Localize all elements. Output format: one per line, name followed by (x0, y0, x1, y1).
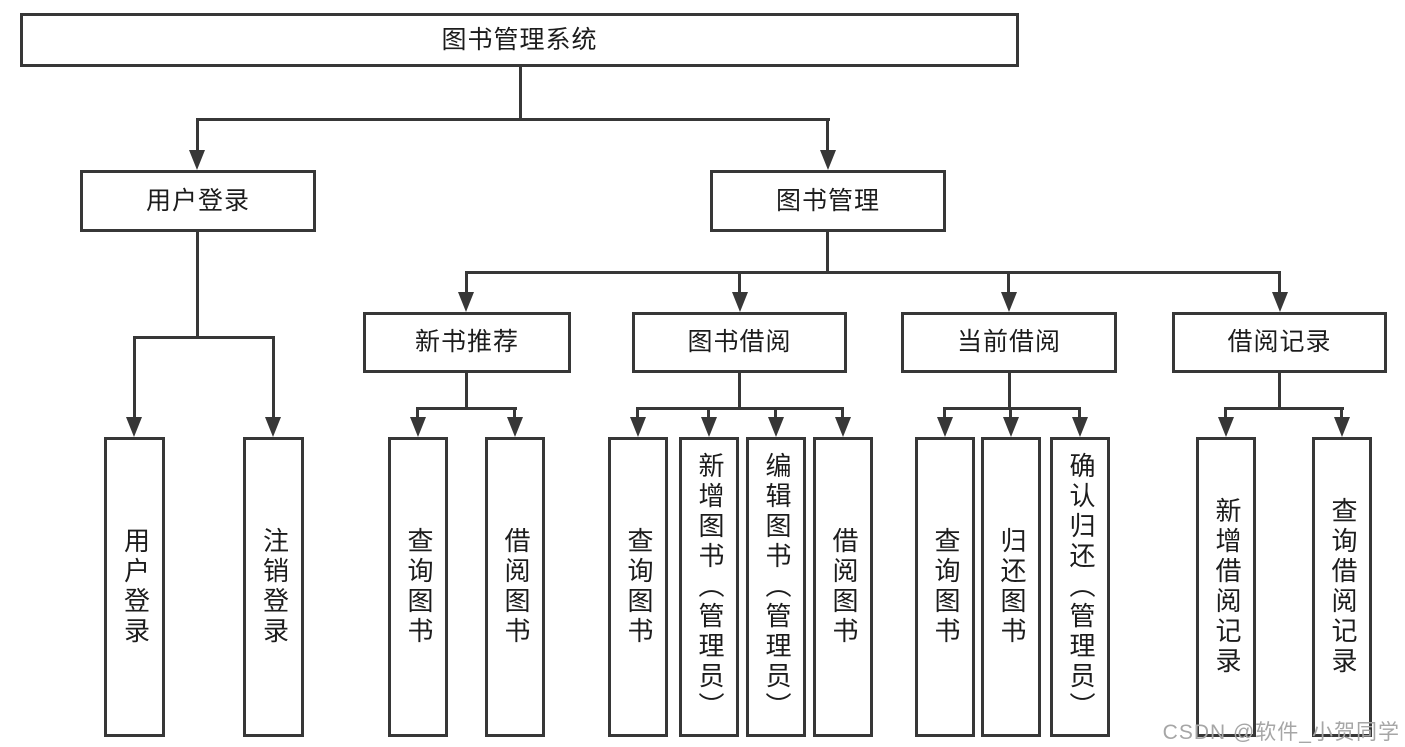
arrow-down-icon (1072, 417, 1088, 437)
connector-line (1008, 371, 1011, 407)
node-book-borrowing: 图书借阅 (632, 312, 847, 373)
arrow-down-icon (1272, 292, 1288, 312)
connector-line (774, 407, 777, 419)
arrow-down-icon (265, 417, 281, 437)
node-query-book-recommend: 查询图书 (388, 437, 448, 737)
arrow-down-icon (768, 417, 784, 437)
node-book-management: 图书管理 (710, 170, 946, 232)
connector-line (465, 271, 1281, 274)
connector-line (1224, 407, 1344, 410)
connector-line (826, 118, 829, 152)
node-query-borrow-record: 查询借阅记录 (1312, 437, 1372, 737)
arrow-down-icon (732, 292, 748, 312)
node-current-borrowing: 当前借阅 (901, 312, 1117, 373)
connector-line (1278, 271, 1281, 294)
connector-line (196, 118, 199, 152)
node-add-borrow-record: 新增借阅记录 (1196, 437, 1256, 737)
connector-line (841, 407, 844, 419)
connector-line (513, 407, 516, 419)
node-user-login-action: 用户登录 (104, 437, 165, 737)
arrow-down-icon (1218, 417, 1234, 437)
connector-line (636, 407, 844, 410)
node-logout: 注销登录 (243, 437, 304, 737)
node-query-book-borrowing: 查询图书 (608, 437, 668, 737)
connector-line (943, 407, 1081, 410)
connector-line (133, 336, 136, 419)
watermark: CSDN @软件_小贺同学 (1162, 721, 1400, 744)
arrow-down-icon (1001, 292, 1017, 312)
node-library-system: 图书管理系统 (20, 13, 1019, 67)
connector-line (826, 230, 829, 271)
connector-line (519, 65, 522, 118)
connector-line (416, 407, 419, 419)
arrow-down-icon (937, 417, 953, 437)
connector-line (738, 271, 741, 294)
connector-line (636, 407, 639, 419)
connector-line (1009, 407, 1012, 419)
connector-line (1007, 271, 1010, 294)
arrow-down-icon (820, 150, 836, 170)
arrow-down-icon (701, 417, 717, 437)
arrow-down-icon (1003, 417, 1019, 437)
node-return-book: 归还图书 (981, 437, 1041, 737)
arrow-down-icon (630, 417, 646, 437)
node-confirm-return-admin: 确认归还（管理员） (1050, 437, 1110, 737)
connector-line (1078, 407, 1081, 419)
connector-line (196, 118, 830, 121)
connector-line (1340, 407, 1343, 419)
node-new-book-recommendation: 新书推荐 (363, 312, 571, 373)
connector-line (707, 407, 710, 419)
arrow-down-icon (458, 292, 474, 312)
arrow-down-icon (189, 150, 205, 170)
node-borrowing-records: 借阅记录 (1172, 312, 1387, 373)
arrow-down-icon (1334, 417, 1350, 437)
connector-line (416, 407, 517, 410)
connector-line (272, 336, 275, 419)
node-query-book-current: 查询图书 (915, 437, 975, 737)
connector-line (465, 371, 468, 407)
arrow-down-icon (126, 417, 142, 437)
node-edit-book-admin: 编辑图书（管理员） (746, 437, 806, 737)
node-borrow-book-recommend: 借阅图书 (485, 437, 545, 737)
node-user-login: 用户登录 (80, 170, 316, 232)
connector-line (465, 271, 468, 294)
arrow-down-icon (507, 417, 523, 437)
node-borrow-book-borrowing: 借阅图书 (813, 437, 873, 737)
connector-line (1224, 407, 1227, 419)
arrow-down-icon (410, 417, 426, 437)
connector-line (1278, 371, 1281, 407)
connector-line (196, 230, 199, 336)
connector-line (133, 336, 275, 339)
connector-line (943, 407, 946, 419)
connector-line (738, 371, 741, 407)
arrow-down-icon (835, 417, 851, 437)
node-add-book-admin: 新增图书（管理员） (679, 437, 739, 737)
